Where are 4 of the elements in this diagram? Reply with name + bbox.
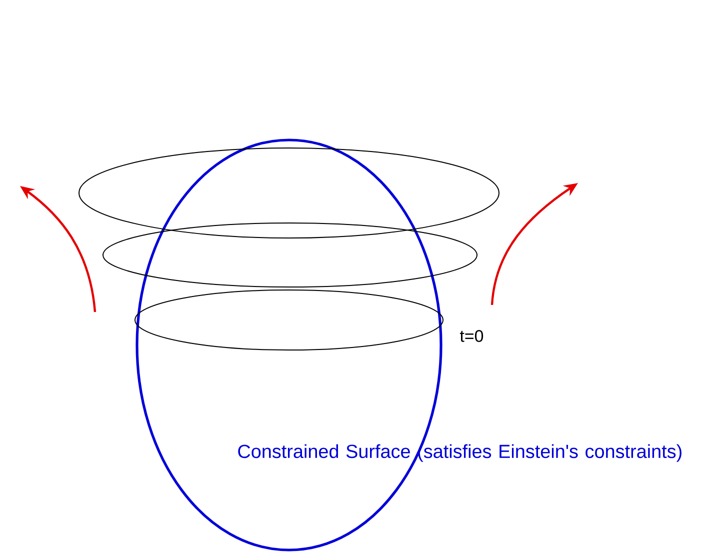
caption-text: Constrained Surface (satisfies Einstein's constraints): [238, 444, 682, 462]
slice-ellipse: [78, 148, 500, 238]
slice-ellipse: [102, 222, 478, 288]
time-label: t=0: [460, 330, 484, 342]
